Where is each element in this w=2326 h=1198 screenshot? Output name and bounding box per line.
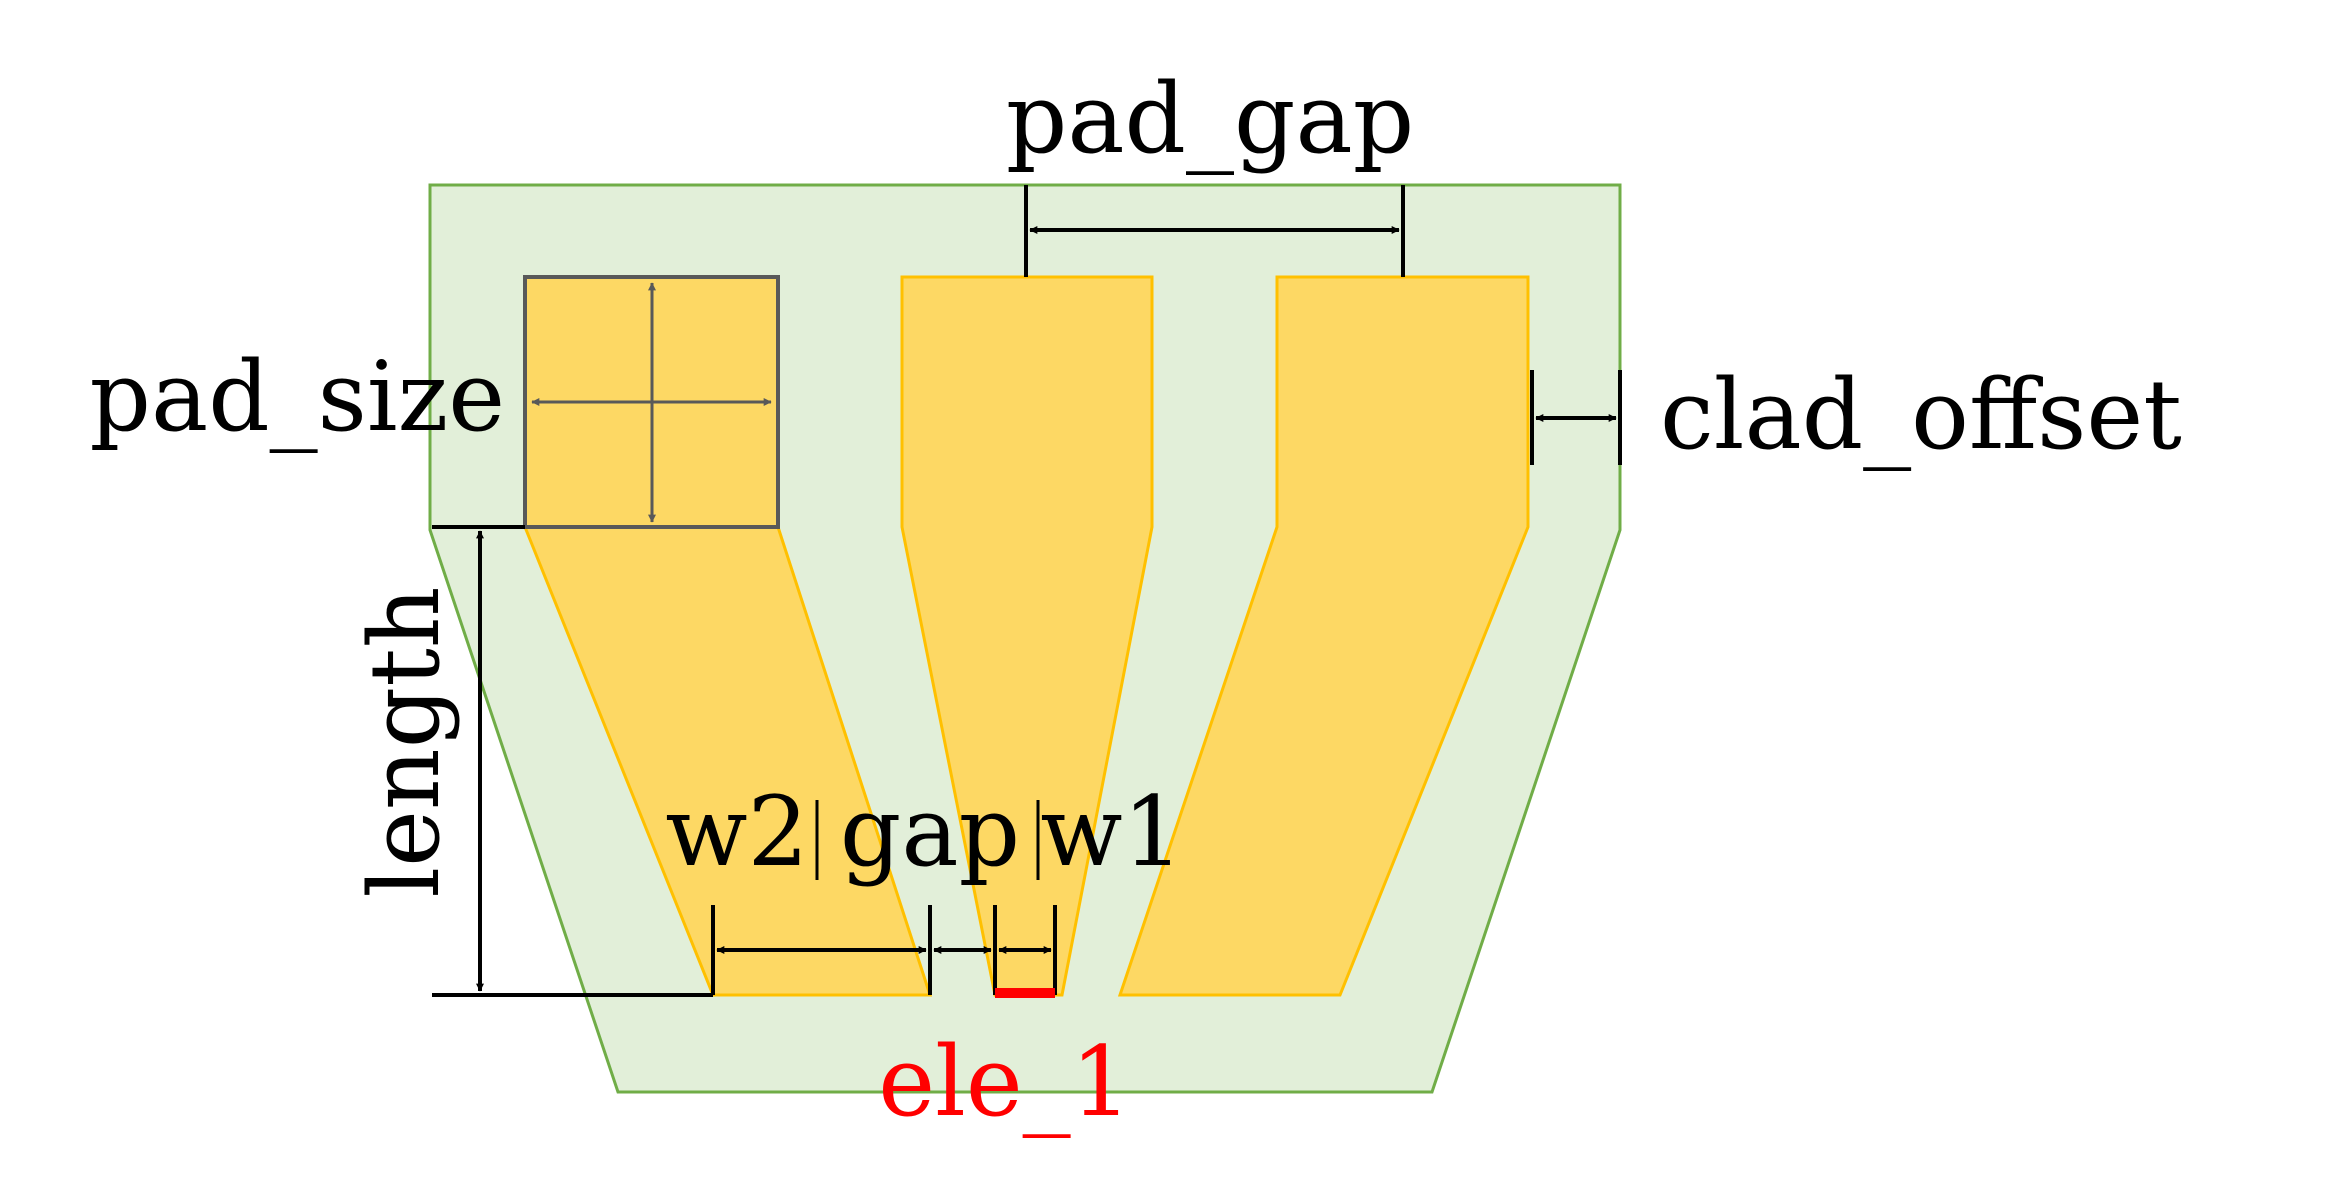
w1-label: w1 [1040, 776, 1183, 888]
pad-gap-label: pad_gap [1006, 63, 1414, 175]
center-pad [900, 275, 1154, 997]
pad-size-label: pad_size [90, 341, 506, 453]
length-label: length [349, 586, 461, 897]
clad-offset-label: clad_offset [1660, 359, 2182, 471]
w2-label: w2 [665, 776, 808, 888]
right-pad [1117, 275, 1530, 997]
gap-label: gap [840, 776, 1020, 888]
ele-1-label: ele_1 [878, 1026, 1131, 1138]
ele-1-marker [995, 988, 1055, 998]
